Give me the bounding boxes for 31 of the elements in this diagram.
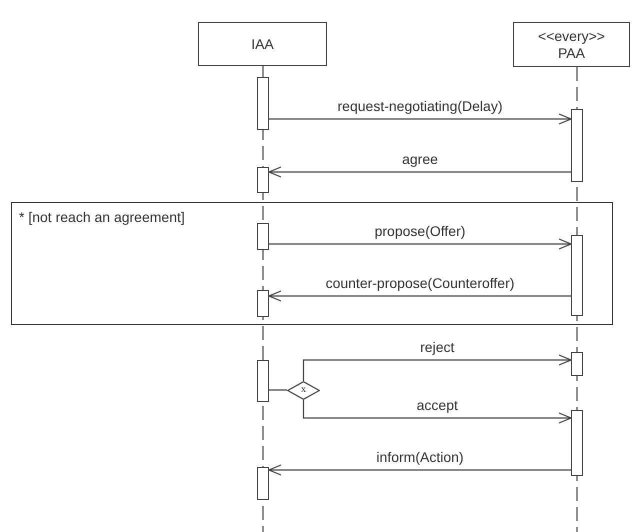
decision-mark: x [301,384,306,394]
loop-frame [11,202,613,325]
activation-bar [571,109,583,182]
stereotype-label: <<every>> [538,28,605,44]
participant-name: IAA [251,36,274,52]
message-label: counter-propose(Counteroffer) [324,275,516,291]
message-label: reject [418,339,456,355]
loop-guard: * [not reach an agreement] [19,209,185,225]
connector-line [269,389,287,391]
message-arrow [268,290,571,302]
activation-bar [256,222,269,250]
message-arrow [302,400,572,424]
lifeline-head [513,22,630,67]
activation-bar [257,77,269,130]
message-arrow [269,113,572,125]
activation-bar [256,290,269,317]
message-arrow [268,464,571,476]
activation-bar [571,352,583,376]
activation-bar [257,467,269,500]
message-label: request-negotiating(Delay) [336,98,504,114]
activation-bar [570,234,583,316]
message-label: propose(Offer) [372,223,468,239]
message-arrow [269,238,572,250]
activation-bar [571,410,583,476]
message-arrow [302,354,572,381]
message-label: inform(Action) [374,449,466,465]
message-arrow [268,166,571,178]
activation-bar [257,360,269,402]
lifeline-head [198,22,327,66]
activation-bar [257,167,269,193]
participant-name: PAA [558,44,585,62]
